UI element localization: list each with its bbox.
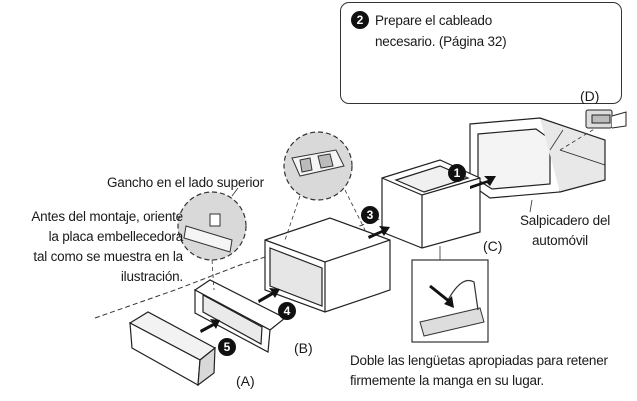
arrow-step-1 <box>470 176 496 189</box>
radio-chassis <box>264 217 391 313</box>
callout-line-2: necesario. (Página 32) <box>375 34 507 49</box>
tab-bending-inset <box>411 259 489 343</box>
callout-line-1: Prepare el cableado <box>375 13 493 28</box>
part-a-label: (A) <box>236 373 255 389</box>
arrow-step-3 <box>368 226 390 239</box>
part-d-label: (D) <box>580 88 600 104</box>
arrow-step-5 <box>200 319 220 333</box>
orient-line-3: tal como se muestra en la <box>33 249 183 264</box>
unit-top-detail-magnifier <box>283 131 353 201</box>
step-5-badge: 5 <box>218 338 236 356</box>
orient-line-1: Antes del montaje, oriente <box>31 209 183 224</box>
arrow-step-4 <box>258 288 280 303</box>
dashboard-line-1: Salpicadero del <box>520 213 611 228</box>
hook-detail-magnifier <box>177 191 247 261</box>
step-1-badge: 1 <box>448 164 466 182</box>
wiring-callout: 2 Prepare el cableado necesario. (Página… <box>340 2 622 104</box>
step-3-badge: 3 <box>361 206 379 224</box>
part-c-label: (C) <box>483 238 503 254</box>
dashboard-opening <box>469 117 606 199</box>
step-2-badge: 2 <box>351 11 369 29</box>
orient-line-2: la placa embellecedora <box>48 229 184 244</box>
orient-line-4: ilustración. <box>120 269 183 284</box>
step-4-badge: 4 <box>278 302 296 320</box>
part-b-label: (B) <box>294 340 313 356</box>
dashboard-line-2: automóvil <box>532 233 588 248</box>
bend-line-1: Doble las lengüetas apropiadas para rete… <box>350 353 608 368</box>
faceplate-a <box>128 311 217 387</box>
hook-label: Gancho en el lado superior <box>107 175 264 190</box>
bend-line-2: firmemente la manga en su lugar. <box>350 373 544 388</box>
connector-d-icon <box>585 109 627 129</box>
mounting-sleeve-c <box>381 159 481 249</box>
